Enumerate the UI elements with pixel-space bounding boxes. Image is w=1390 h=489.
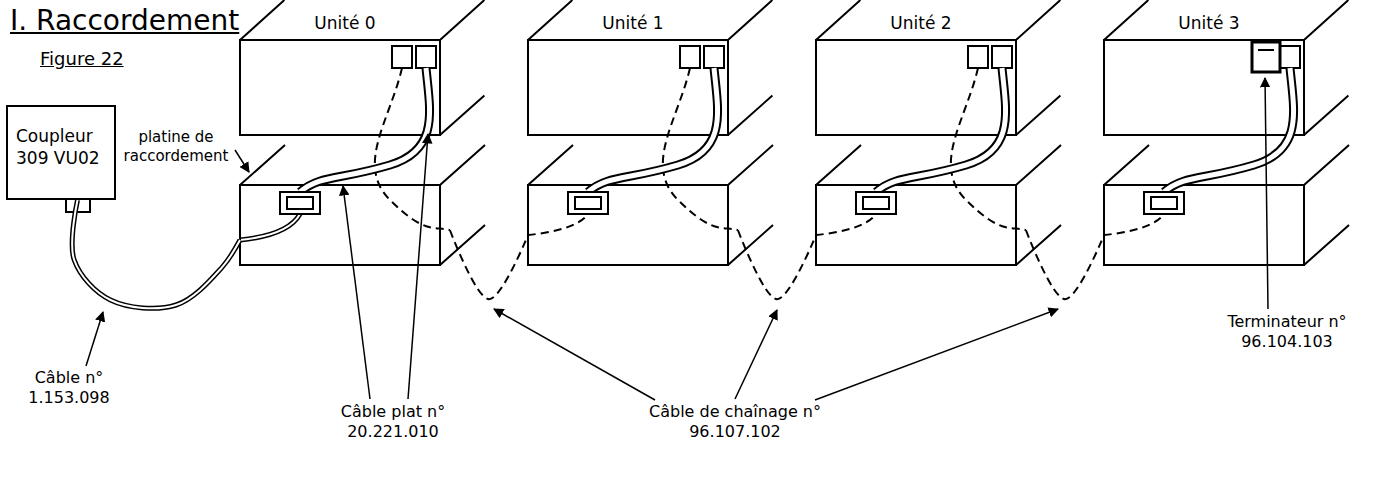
part-reference: Terminateur n° 96.104.103 — [1222, 312, 1352, 352]
terminator-detail — [1258, 49, 1274, 51]
leader-lines — [86, 78, 1268, 400]
node-text: Unité 0 — [240, 13, 450, 34]
disk-unit: Unité 3 — [1104, 5, 1314, 270]
cable-reference: Câble de chaînage n° 96.107.102 — [628, 402, 842, 442]
coupler-cable-end — [240, 214, 300, 240]
connector-group — [450, 230, 528, 299]
unit-body — [1104, 0, 1349, 265]
leader-line — [494, 309, 655, 400]
chain-cable-in — [528, 214, 588, 235]
cable-reference: Câble n° 1.153.098 — [14, 368, 124, 408]
node-text: Unité 3 — [1104, 13, 1314, 34]
cable-reference: Câble plat n° 20.221.010 — [318, 402, 468, 442]
leader-line — [1265, 78, 1268, 309]
unit-body — [240, 0, 485, 265]
disk-unit: Unité 1 — [528, 5, 738, 270]
leader-line — [815, 309, 1058, 400]
node-text: Unité 1 — [528, 13, 738, 34]
connector-group — [72, 200, 240, 308]
connector-group — [738, 230, 816, 299]
unit-body — [816, 0, 1061, 265]
leader-line — [735, 310, 777, 399]
leader-line — [343, 186, 370, 399]
chain-cable — [1026, 230, 1104, 299]
cable-core — [72, 200, 240, 308]
terminator-plug — [1252, 42, 1280, 72]
figure-title: I. Raccordement — [10, 4, 239, 38]
figure-number: Figure 22 — [40, 48, 170, 71]
node-text: Coupleur 309 VU02 — [16, 125, 106, 169]
leader-line — [235, 150, 249, 172]
coupler-cable — [72, 200, 240, 308]
node-text: Unité 2 — [816, 13, 1026, 34]
disk-unit: Unité 0 — [240, 5, 450, 270]
chain-cable — [738, 230, 816, 299]
chain-cable — [450, 230, 528, 299]
chain-cable-in — [816, 214, 876, 235]
leader-line — [408, 134, 428, 399]
leader-line — [86, 312, 103, 366]
unit-body — [528, 0, 773, 265]
chain-cable-in — [1104, 214, 1164, 235]
disk-unit: Unité 2 — [816, 5, 1026, 270]
coupler-box: Coupleur 309 VU02 — [6, 105, 116, 200]
part-name: platine de raccordement — [119, 128, 233, 166]
connector-group — [1026, 230, 1104, 299]
